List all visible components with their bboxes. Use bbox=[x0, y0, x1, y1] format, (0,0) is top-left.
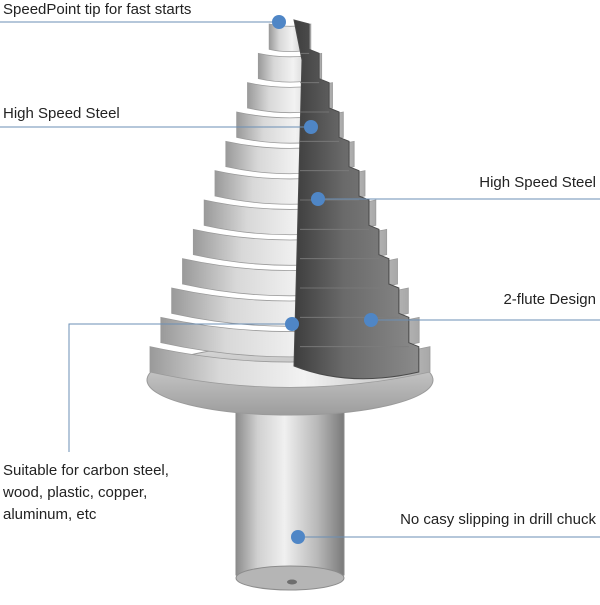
callout-high-speed-steel-left: High Speed Steel bbox=[3, 105, 120, 122]
marker-hss-left bbox=[304, 120, 318, 134]
marker-tip bbox=[272, 15, 286, 29]
callout-high-speed-steel-right: High Speed Steel bbox=[479, 174, 596, 191]
callout-2-flute-design: 2-flute Design bbox=[503, 291, 596, 308]
leader-line-suitable bbox=[68, 323, 292, 452]
marker-chuck bbox=[291, 530, 305, 544]
callout-tip: SpeedPoint tip for fast starts bbox=[3, 1, 192, 18]
callout-markers bbox=[272, 15, 378, 544]
marker-flute bbox=[364, 313, 378, 327]
callout-suitable-materials: Suitable for carbon steel, wood, plastic… bbox=[3, 462, 169, 523]
marker-suitable bbox=[285, 317, 299, 331]
shank bbox=[235, 389, 345, 591]
marker-hss-right bbox=[311, 192, 325, 206]
callout-drill-chuck: No casy slipping in drill chuck bbox=[400, 511, 596, 528]
cone-steps-dark-side bbox=[300, 52, 409, 348]
leader-lines bbox=[0, 21, 600, 538]
